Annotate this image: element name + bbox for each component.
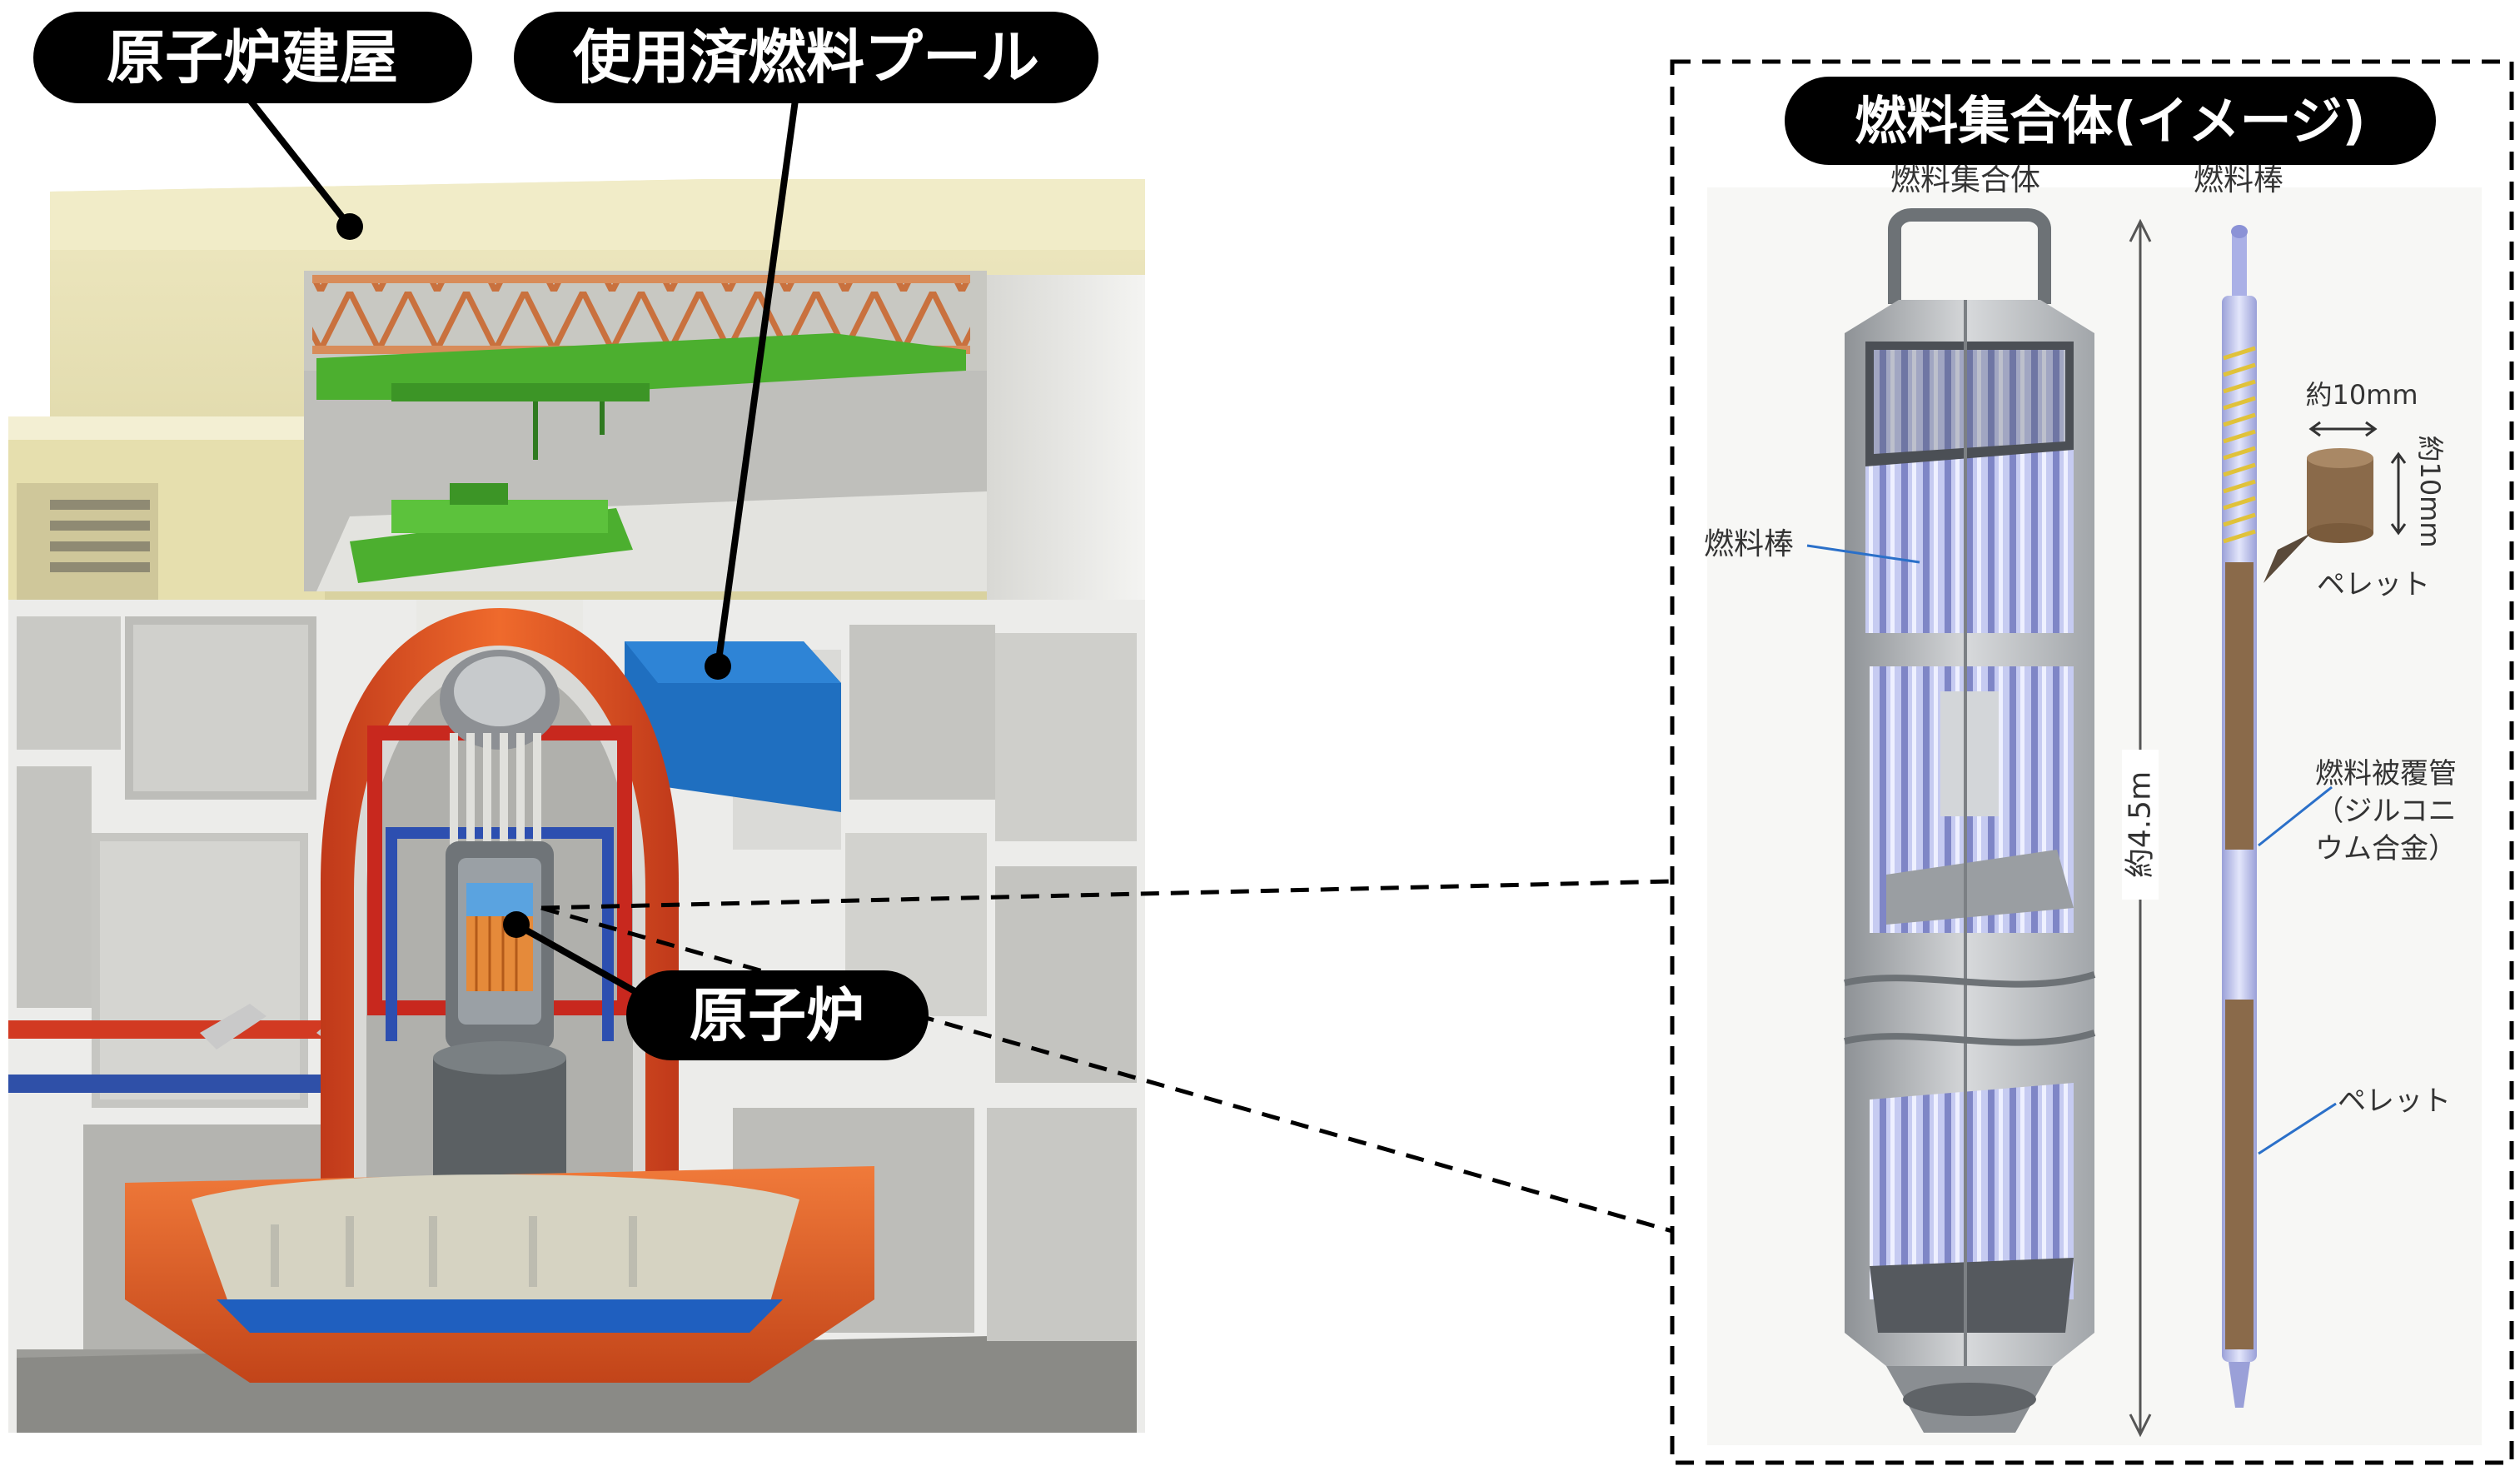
- label-fuel-assembly-image: 燃料集合体(イメージ): [1785, 77, 2436, 165]
- fuel-rod-callout-line: [1806, 544, 1920, 564]
- zoom-connectors: [540, 879, 1673, 1234]
- label-reactor-text: 原子炉: [690, 981, 864, 1050]
- fuel-rod-callout: 燃料棒: [1704, 527, 1794, 561]
- pellet-width-arrow: [2308, 421, 2378, 437]
- pellet-stack-upper: [2225, 562, 2254, 850]
- fuel-assembly-drawing: [1844, 208, 2096, 1433]
- containment-vessel: [321, 600, 679, 1199]
- rod-heading: 燃料棒: [2194, 163, 2283, 197]
- label-reactor: 原子炉: [626, 970, 929, 1060]
- vent-louvers: [50, 500, 150, 572]
- suppression-chamber: [125, 1166, 874, 1383]
- cladding-label-3: ウム合金）: [2315, 832, 2457, 865]
- label-fuel-assembly-image-text: 燃料集合体(イメージ): [1855, 91, 2365, 152]
- leader-dot-pool: [705, 653, 731, 680]
- pellet-top-label: ペレット: [2317, 568, 2430, 601]
- label-reactor-building: 原子炉建屋: [33, 12, 472, 103]
- pipe-blue: [8, 1075, 400, 1093]
- cladding-label-1: 燃料被覆管: [2315, 757, 2457, 790]
- overhead-crane: [316, 333, 966, 583]
- pellet-height-arrow: [2390, 451, 2407, 536]
- reactor-core: [466, 883, 533, 991]
- reactor-building-cutaway: [8, 179, 1145, 1433]
- leader-lines: [247, 97, 799, 1003]
- rod-spring: [2223, 346, 2256, 544]
- pellet-illustration: [2264, 448, 2373, 583]
- spent-fuel-pool: [625, 641, 841, 812]
- pellet-width-label: 約10mm: [2305, 379, 2418, 411]
- fuel-rod-drawing: [2222, 225, 2257, 1408]
- pellet-lower-label: ペレット: [2338, 1085, 2451, 1118]
- leader-dot-building: [336, 213, 363, 240]
- label-spent-fuel-pool-text: 使用済燃料プール: [573, 23, 1039, 92]
- length-label: 約4.5m: [2124, 771, 2158, 878]
- pellet-height-label: 約10mm: [2414, 435, 2446, 547]
- cladding-callout-line: [2258, 785, 2333, 847]
- pellet-lower-callout-line: [2258, 1102, 2337, 1155]
- pipe-red: [8, 1020, 375, 1039]
- leader-dot-reactor: [503, 911, 530, 938]
- label-reactor-building-text: 原子炉建屋: [107, 23, 398, 92]
- assembly-heading: 燃料集合体: [1890, 163, 2040, 197]
- label-spent-fuel-pool: 使用済燃料プール: [514, 12, 1098, 103]
- pellet-stack-lower: [2225, 1000, 2254, 1349]
- fuel-panel-frame: [1670, 59, 2514, 1465]
- cladding-label-2: （ジルコニ: [2315, 795, 2456, 828]
